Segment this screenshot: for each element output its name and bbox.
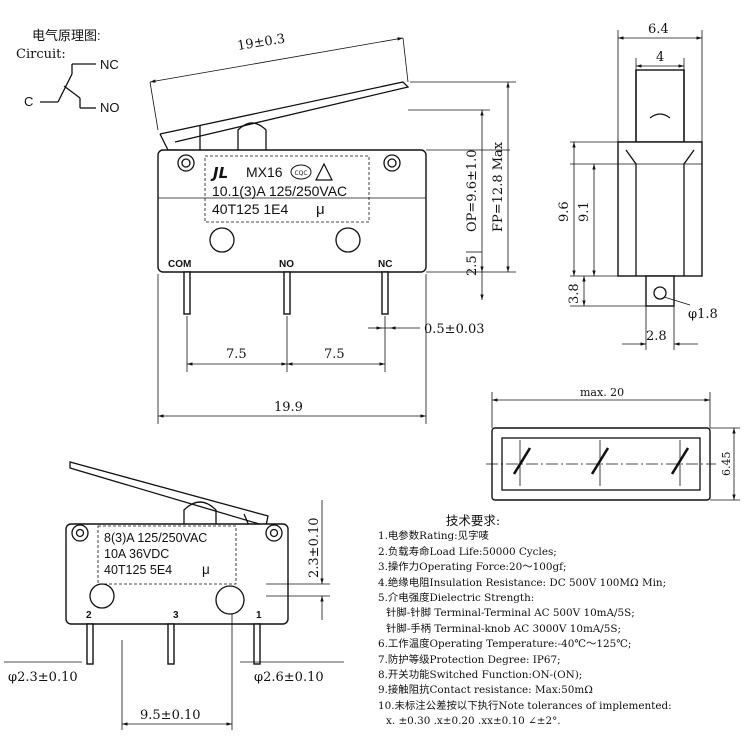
lower-rating1: 8(3)A 125/250VAC bbox=[104, 531, 207, 545]
lower-rating2: 10A 36VDC bbox=[104, 547, 169, 561]
cqc-cert-icon: CQC bbox=[290, 164, 312, 180]
dim-lower-height: 2.3±0.10 bbox=[307, 517, 322, 578]
dim-height1: 9.6 bbox=[557, 201, 572, 222]
spec-line: x. ±0.30 .x±0.20 .xx±0.10 ∠±2°. bbox=[386, 715, 561, 728]
specs-title: 技术要求: bbox=[445, 513, 501, 528]
dim-pin-left: φ2.3±0.10 bbox=[8, 670, 78, 685]
lower-pin-3-label: 3 bbox=[173, 610, 179, 621]
circuit-diagram: 电气原理图: Circuit: NC NO C bbox=[16, 28, 120, 115]
dim-pin-height: 2.5 bbox=[465, 255, 480, 276]
spec-line: 7.防护等级Protection Degree: IP67; bbox=[378, 653, 561, 666]
front-logo: JL bbox=[210, 164, 228, 182]
side-view: 6.4 4 9.6 9.1 3.8 φ1.8 2.8 bbox=[557, 22, 718, 350]
circuit-title-en: Circuit: bbox=[16, 47, 66, 62]
spec-line: 8.开关功能Switched Function:ON-(ON); bbox=[378, 669, 583, 682]
pin-nc-label: NC bbox=[378, 259, 392, 270]
lower-pin-2-label: 2 bbox=[86, 610, 92, 621]
dim-fp: FP=12.8 Max bbox=[491, 141, 506, 232]
dim-pin-right: φ2.6±0.10 bbox=[254, 670, 324, 685]
spec-line: 6.工作温度Operating Temperature:-40℃～125℃; bbox=[378, 638, 632, 651]
front-view: JL MX16 CQC 10.1(3)A 125/250VAC 40T125 1… bbox=[149, 32, 516, 424]
lower-pin-1-label: 1 bbox=[256, 610, 262, 621]
technical-specifications: 技术要求: 1.电参数Rating:见字唛 2.负载寿命Load Life:50… bbox=[378, 513, 748, 730]
front-mu: μ bbox=[316, 201, 325, 218]
dim-pitch-right: 7.5 bbox=[324, 347, 345, 362]
circuit-title-cn: 电气原理图: bbox=[32, 28, 101, 43]
pin-com-label: COM bbox=[168, 259, 191, 270]
dim-width: 19.9 bbox=[274, 400, 303, 415]
dim-hole: φ1.8 bbox=[688, 307, 718, 322]
circuit-c-label: C bbox=[24, 94, 33, 109]
spec-line: 10.未标注公差按以下执行Note tolerances of implemen… bbox=[378, 699, 672, 712]
front-model: MX16 bbox=[246, 164, 283, 180]
svg-text:CQC: CQC bbox=[294, 170, 307, 177]
dim-max: max. 20 bbox=[580, 386, 624, 399]
front-code: 40T125 1E4 bbox=[212, 201, 288, 217]
spec-line: 3.操作力Operating Force:20～100gf; bbox=[378, 561, 567, 574]
dim-pin-thickness: 0.5±0.03 bbox=[424, 322, 485, 337]
circuit-nc-label: NC bbox=[100, 57, 119, 72]
lower-code: 40T125 5E4 bbox=[104, 563, 172, 577]
front-rating: 10.1(3)A 125/250VAC bbox=[212, 183, 347, 199]
dim-length: 19±0.3 bbox=[236, 32, 286, 54]
warning-triangle-icon bbox=[315, 162, 333, 181]
dim-op: OP=9.6±1.0 bbox=[465, 149, 480, 232]
lower-view: 8(3)A 125/250VAC 10A 36VDC 40T125 5E4 μ … bbox=[4, 461, 344, 730]
spec-line: 1.电参数Rating:见字唛 bbox=[378, 530, 489, 543]
dim-inner-width: 4 bbox=[656, 50, 664, 65]
dim-depth: 6.45 bbox=[720, 452, 733, 477]
dim-tab: 3.8 bbox=[567, 283, 582, 304]
bottom-view: max. 20 6.45 bbox=[486, 386, 740, 501]
circuit-no-label: NO bbox=[100, 100, 120, 115]
spec-line: 针脚-针脚 Terminal-Terminal AC 500V 10mA/5S; bbox=[386, 607, 635, 620]
dim-tab-width: 2.8 bbox=[646, 329, 667, 344]
spec-line: 针脚-手柄 Terminal-knob AC 3000V 10mA/5S; bbox=[386, 622, 622, 635]
spec-line: 5.介电强度Dielectric Strength: bbox=[378, 592, 535, 605]
lower-mu: μ bbox=[202, 562, 210, 577]
dim-lower-pitch: 9.5±0.10 bbox=[140, 708, 201, 723]
pin-no-label: NO bbox=[279, 259, 294, 270]
spec-line: 2.负载寿命Load Life:50000 Cycles; bbox=[378, 545, 557, 558]
spec-line: 9.接触阻抗Contact resistance: Max:50mΩ bbox=[378, 684, 593, 697]
dim-height2: 9.1 bbox=[577, 201, 592, 222]
dim-pitch-left: 7.5 bbox=[226, 347, 247, 362]
dim-top-width: 6.4 bbox=[648, 22, 669, 37]
spec-line: 4.绝缘电阻Insulation Resistance: DC 500V 100… bbox=[378, 576, 667, 589]
